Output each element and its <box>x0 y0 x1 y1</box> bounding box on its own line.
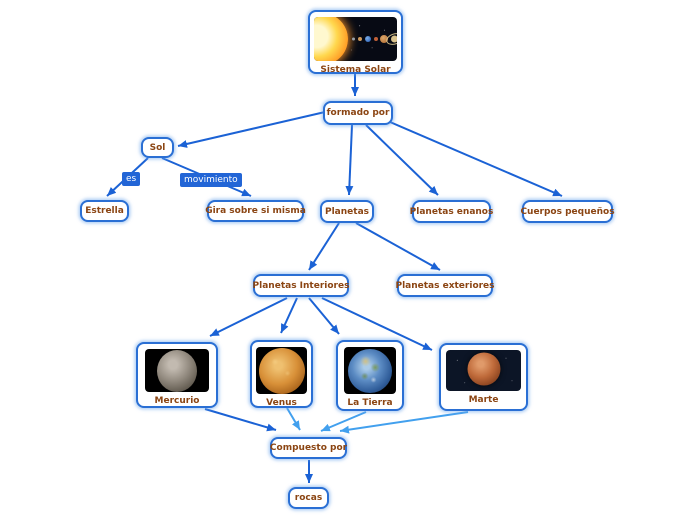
venus-dot-icon <box>358 37 362 41</box>
node-sistema-solar[interactable]: Sistema Solar <box>308 10 403 75</box>
node-planetas-exteriores[interactable]: Planetas exteriores <box>395 274 495 297</box>
node-label: Planetas enanos <box>409 206 494 217</box>
node-label: Marte <box>468 395 499 405</box>
edge-planetas-exteriores <box>355 222 441 271</box>
node-cuerpos-pequenos[interactable]: Cuerpos pequeños <box>520 200 615 223</box>
edge-formado-sol <box>177 111 326 148</box>
link-label-movimiento[interactable]: movimiento <box>180 173 242 187</box>
node-la-tierra[interactable]: La Tierra <box>336 340 404 411</box>
mercury-dot-icon <box>352 37 355 41</box>
node-label: Planetas <box>325 206 369 217</box>
edge-tierra-compuesto <box>320 411 367 432</box>
node-planetas-interiores[interactable]: Planetas Interiores <box>253 274 349 297</box>
mars-sphere-icon <box>467 352 500 386</box>
edge-formado-enanos <box>365 124 439 196</box>
node-marte[interactable]: Marte <box>439 343 528 411</box>
solar-system-image <box>314 17 397 61</box>
link-label-es[interactable]: es <box>122 172 141 186</box>
node-label: Estrella <box>85 206 124 216</box>
node-label: rocas <box>294 493 323 503</box>
edge-interiores-tierra <box>308 297 340 335</box>
node-compuesto-por[interactable]: Compuesto por <box>270 437 347 459</box>
node-label: formado por <box>326 108 390 118</box>
node-label: Gira sobre si misma <box>205 206 306 216</box>
node-label: Compuesto por <box>269 443 348 453</box>
sun-icon <box>314 17 348 61</box>
node-estrella[interactable]: Estrella <box>80 200 129 222</box>
earth-image <box>344 347 396 394</box>
node-sol[interactable]: Sol <box>141 137 174 158</box>
edge-venus-compuesto <box>286 407 301 431</box>
earth-dot-icon <box>365 36 371 42</box>
edge-planetas-interiores <box>308 222 340 271</box>
link-label-text: movimiento <box>184 175 238 185</box>
node-planetas-enanos[interactable]: Planetas enanos <box>409 200 494 223</box>
node-planetas[interactable]: Planetas <box>320 200 374 223</box>
edge-mercurio-compuesto <box>204 408 277 432</box>
node-gira-sobre-si-misma[interactable]: Gira sobre si misma <box>205 200 306 222</box>
edge-formado-cuerpos <box>389 121 563 197</box>
node-rocas[interactable]: rocas <box>288 487 329 509</box>
link-label-text: es <box>126 174 137 184</box>
node-label: Mercurio <box>154 396 200 406</box>
venus-sphere-icon <box>258 347 305 394</box>
node-label: Planetas Interiores <box>252 280 350 291</box>
edge-marte-compuesto <box>339 411 469 434</box>
earth-sphere-icon <box>348 348 392 393</box>
venus-image <box>256 347 307 394</box>
node-label: Venus <box>266 398 297 408</box>
node-label: Sol <box>149 142 166 153</box>
node-formado-por[interactable]: formado por <box>323 101 393 125</box>
node-label: Cuerpos pequeños <box>520 206 615 217</box>
edge-formado-planetas <box>345 124 354 196</box>
edge-interiores-mercurio <box>209 297 288 337</box>
node-label: La Tierra <box>347 398 393 408</box>
mars-image <box>446 350 521 391</box>
node-mercurio[interactable]: Mercurio <box>136 342 218 408</box>
saturn-ring-icon <box>391 35 397 43</box>
mercury-sphere-icon <box>157 349 197 392</box>
node-label: Planetas exteriores <box>395 280 495 291</box>
mars-dot-icon <box>374 37 378 41</box>
node-venus[interactable]: Venus <box>250 340 313 408</box>
edge-interiores-venus <box>280 297 298 334</box>
jupiter-dot-icon <box>380 35 388 43</box>
mercury-image <box>145 349 209 392</box>
node-label: Sistema Solar <box>320 65 391 75</box>
